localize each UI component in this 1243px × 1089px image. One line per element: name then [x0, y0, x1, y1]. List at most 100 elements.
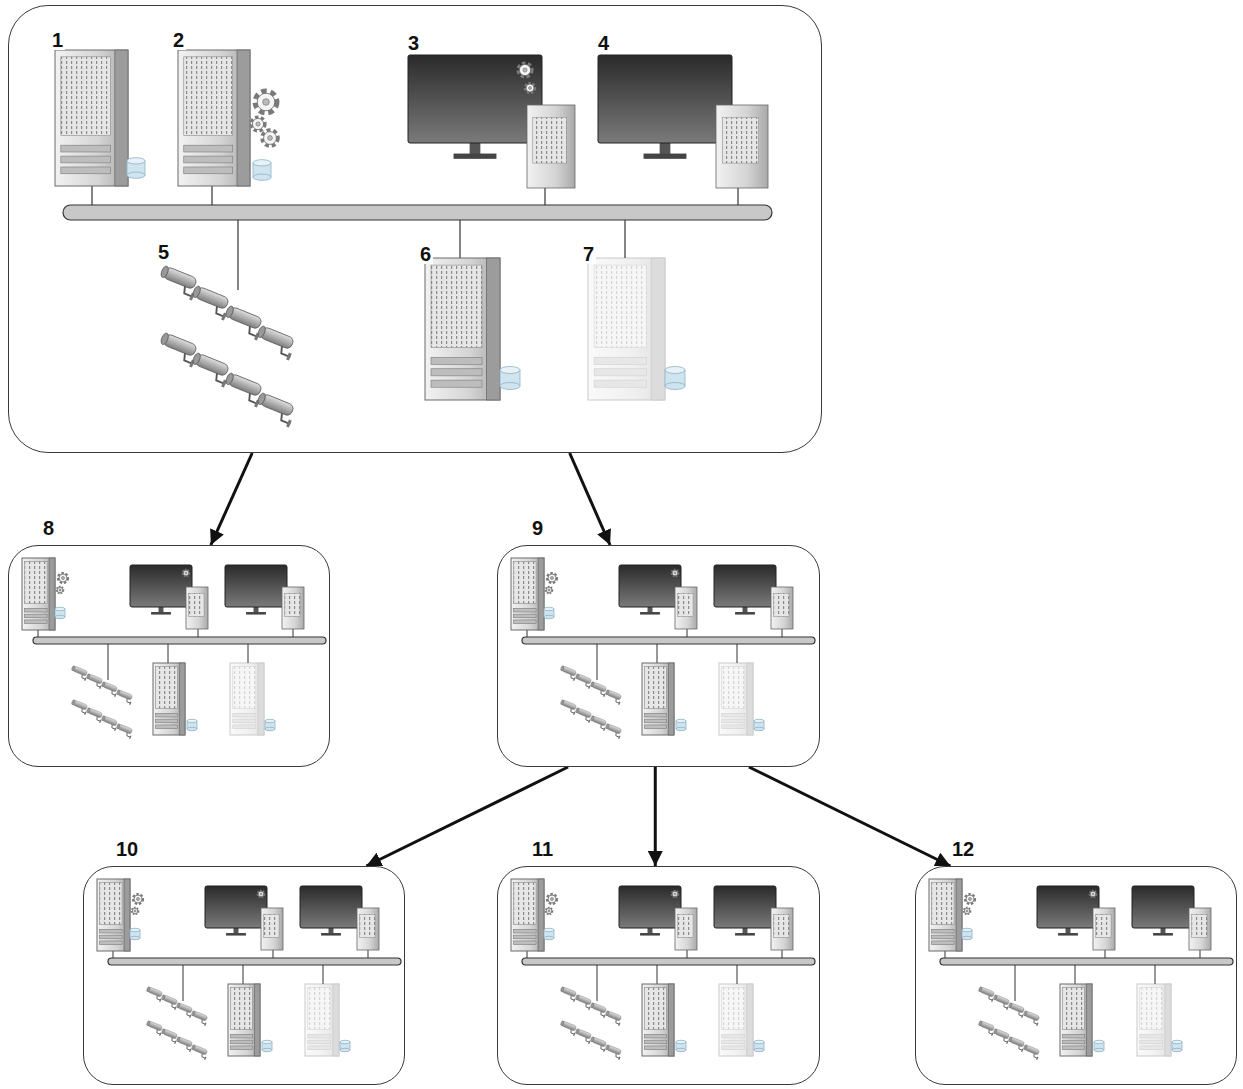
camera — [573, 1028, 593, 1044]
pc-tower — [1189, 908, 1211, 950]
monitor — [1037, 886, 1099, 936]
gear-icon — [546, 908, 553, 915]
camera — [603, 1010, 623, 1026]
database-icon — [676, 1040, 686, 1052]
camera — [558, 986, 578, 1002]
link-arrow — [366, 767, 568, 866]
pc-tower — [716, 105, 768, 188]
database-icon — [665, 367, 685, 390]
server-tower — [588, 258, 665, 400]
database-icon — [1094, 1040, 1104, 1052]
server-tower — [178, 50, 250, 186]
camera — [976, 986, 996, 1002]
monitor — [205, 886, 267, 936]
server-tower — [719, 984, 753, 1056]
network-wire — [1015, 965, 1016, 1001]
database-icon — [187, 719, 197, 731]
network-bus — [522, 958, 815, 965]
database-icon — [262, 1040, 272, 1052]
callout-number: 2 — [171, 30, 186, 50]
network-wire — [183, 965, 184, 1001]
database-icon — [265, 719, 275, 731]
sub-site-box: 10 — [83, 866, 405, 1085]
network-wire — [624, 220, 625, 258]
network-bus — [940, 958, 1233, 965]
network-wire — [323, 965, 324, 984]
server-tower — [719, 663, 753, 735]
network-wire — [459, 220, 460, 258]
camera — [991, 994, 1011, 1010]
pc-tower — [675, 587, 697, 629]
camera — [573, 707, 593, 723]
camera — [558, 699, 578, 715]
camera — [1006, 1002, 1026, 1018]
monitor — [300, 886, 362, 936]
camera — [144, 1020, 164, 1036]
pc-tower — [282, 587, 304, 629]
gear-icon — [518, 63, 532, 77]
camera — [991, 1028, 1011, 1044]
gear-icon — [57, 587, 64, 594]
pc-tower — [186, 587, 208, 629]
gear-icon — [546, 587, 553, 594]
camera — [603, 1044, 623, 1060]
callout-number: 5 — [156, 242, 171, 262]
gear-icon — [672, 570, 679, 577]
pc-tower — [261, 908, 283, 950]
camera — [159, 994, 179, 1010]
server-tower — [97, 879, 130, 951]
sub-site-art — [511, 879, 815, 1060]
camera — [114, 723, 134, 739]
network-bus — [108, 958, 401, 965]
camera — [84, 707, 104, 723]
monitor — [619, 886, 681, 936]
network-wire — [237, 220, 238, 290]
server-tower — [642, 984, 674, 1056]
camera — [603, 689, 623, 705]
server-tower — [55, 50, 128, 186]
sub-site-art — [22, 558, 326, 739]
database-icon — [500, 367, 520, 390]
gear-icon — [965, 894, 975, 904]
network-wire — [597, 644, 598, 680]
pc-tower — [1093, 908, 1115, 950]
link-arrow — [654, 767, 657, 866]
server-tower — [511, 558, 544, 630]
network-wire — [1075, 965, 1076, 984]
main-site-box — [8, 5, 822, 453]
gear-icon — [183, 570, 190, 577]
callout-number: 4 — [596, 33, 611, 53]
network-wire — [91, 186, 92, 206]
server-tower — [22, 558, 55, 630]
camera — [573, 673, 593, 689]
monitor — [714, 565, 776, 615]
pc-tower — [527, 105, 575, 188]
gear-icon — [133, 894, 143, 904]
monitor — [1132, 886, 1194, 936]
gear-icon — [672, 891, 679, 898]
sub-site-box: 11 — [497, 866, 820, 1085]
gear-icon — [547, 573, 557, 583]
camera — [69, 665, 89, 681]
sub-site-art — [97, 879, 401, 1060]
site-number: 10 — [114, 839, 140, 859]
network-wire — [737, 965, 738, 984]
pc-tower — [357, 908, 379, 950]
server-tower — [1060, 984, 1092, 1056]
database-icon — [127, 158, 145, 179]
callout-number: 1 — [50, 30, 65, 50]
network-wire — [657, 644, 658, 663]
server-tower — [425, 258, 500, 400]
camera — [253, 392, 298, 427]
network-wire — [248, 644, 249, 663]
gear-icon — [964, 908, 971, 915]
site-number: 8 — [41, 518, 56, 538]
link-arrow — [570, 453, 610, 545]
camera — [189, 1010, 209, 1026]
camera — [588, 715, 608, 731]
sub-site-art — [929, 879, 1233, 1060]
server-tower — [153, 663, 185, 735]
network-wire — [597, 965, 598, 1001]
gear-icon — [525, 83, 535, 93]
gear-icon — [251, 117, 265, 131]
